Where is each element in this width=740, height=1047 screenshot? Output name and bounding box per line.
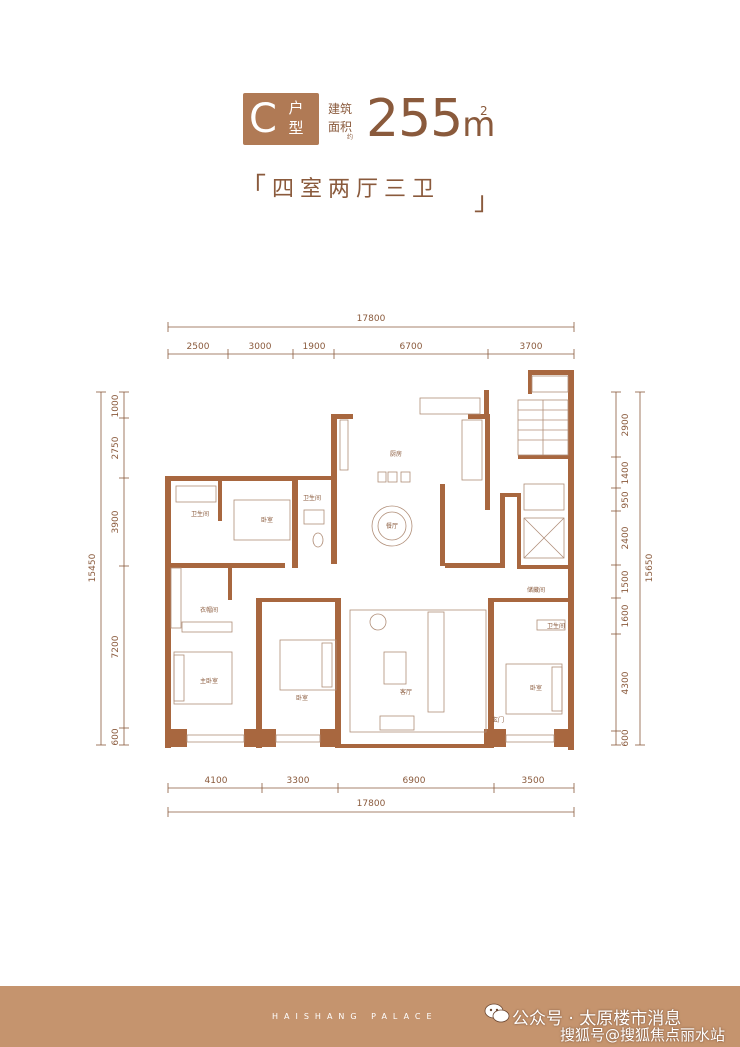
room-entry: 玄门 <box>492 716 504 724</box>
top-seg-3: 1900 <box>303 342 326 352</box>
right-seg-8: 600 <box>621 729 631 746</box>
area-value: 255m <box>366 89 495 149</box>
wechat-account: 公众号 · 太原楼市消息 <box>512 1009 682 1029</box>
room-bedroom-3: 卧室 <box>530 684 542 692</box>
stairwell <box>517 399 569 559</box>
right-seg-3: 950 <box>621 491 631 508</box>
room-dining: 餐厅 <box>386 522 398 530</box>
room-master: 主卧室 <box>200 677 218 685</box>
bracket-open: 「 <box>240 173 267 203</box>
right-total-label: 15650 <box>645 553 655 582</box>
room-bedroom-2: 卧室 <box>296 694 308 702</box>
left-seg-5: 600 <box>111 728 121 745</box>
room-bath-1: 卫生间 <box>191 510 209 518</box>
top-total-label: 17800 <box>357 314 386 324</box>
right-seg-6: 1600 <box>621 604 631 627</box>
left-seg-3: 3900 <box>111 510 121 533</box>
top-seg-2: 3000 <box>249 342 272 352</box>
left-seg-1: 1000 <box>111 394 121 417</box>
top-seg-4: 6700 <box>400 342 423 352</box>
room-bath-2: 卫生间 <box>303 494 321 502</box>
right-seg-7: 4300 <box>621 671 631 694</box>
right-seg-4: 2400 <box>621 526 631 549</box>
right-seg-5: 1500 <box>621 570 631 593</box>
area-label: 建筑面积 <box>328 102 353 134</box>
layout-title: 「 四室两厅三卫 」 <box>240 167 500 217</box>
room-bath-3: 卫生间 <box>547 622 565 630</box>
top-dimensions: 17800 2500 3000 1900 6700 3700 <box>167 314 575 359</box>
area-superscript: 2 <box>480 104 488 118</box>
left-total-label: 15450 <box>88 553 98 582</box>
floor-plan: 17800 2500 3000 1900 6700 3700 15450 100… <box>88 314 655 817</box>
right-dimensions: 2900 1400 950 2400 1500 1600 4300 600 15… <box>611 391 655 747</box>
windows <box>186 375 569 743</box>
room-bedroom-1: 卧室 <box>261 516 273 524</box>
top-seg-1: 2500 <box>187 342 210 352</box>
room-storage: 储藏间 <box>527 586 545 594</box>
room-living: 客厅 <box>400 688 412 696</box>
layout-text: 四室两厅三卫 <box>272 177 441 202</box>
unit-type-letter: C <box>249 96 277 142</box>
right-seg-2: 1400 <box>621 461 631 484</box>
footer-brand: HAISHANG PALACE <box>272 1012 438 1021</box>
footer-band: HAISHANG PALACE <box>0 986 740 1047</box>
bottom-seg-3: 6900 <box>403 776 426 786</box>
unit-type-badge: C 户型 <box>243 93 319 145</box>
left-dimensions: 15450 1000 2750 3900 7200 600 <box>88 391 129 746</box>
header: C 户型 建筑面积 约 255m 2 「 四室两厅三卫 」 <box>0 0 740 220</box>
area-approx: 约 <box>347 134 354 141</box>
room-labels: 厨房 餐厅 卫生间 卫生间 卫生间 卧室 卧室 卧室 主卧室 衣帽间 客厅 储藏… <box>191 450 565 724</box>
room-closet: 衣帽间 <box>200 606 218 614</box>
furniture <box>170 419 566 733</box>
walls <box>165 370 574 750</box>
unit-type-suffix: 户型 <box>288 99 304 137</box>
bracket-close: 」 <box>473 187 500 217</box>
bottom-seg-4: 3500 <box>522 776 545 786</box>
room-kitchen: 厨房 <box>390 450 402 458</box>
bottom-seg-1: 4100 <box>205 776 228 786</box>
sohu-account: 搜狐号@搜狐焦点丽水站 <box>560 1026 726 1044</box>
wechat-icon <box>484 1003 510 1023</box>
bottom-dimensions: 4100 3300 6900 3500 17800 <box>167 776 575 817</box>
right-seg-1: 2900 <box>621 413 631 436</box>
left-seg-4: 7200 <box>111 635 121 658</box>
left-seg-2: 2750 <box>111 436 121 459</box>
bottom-seg-2: 3300 <box>287 776 310 786</box>
top-seg-5: 3700 <box>520 342 543 352</box>
bottom-total-label: 17800 <box>357 799 386 809</box>
